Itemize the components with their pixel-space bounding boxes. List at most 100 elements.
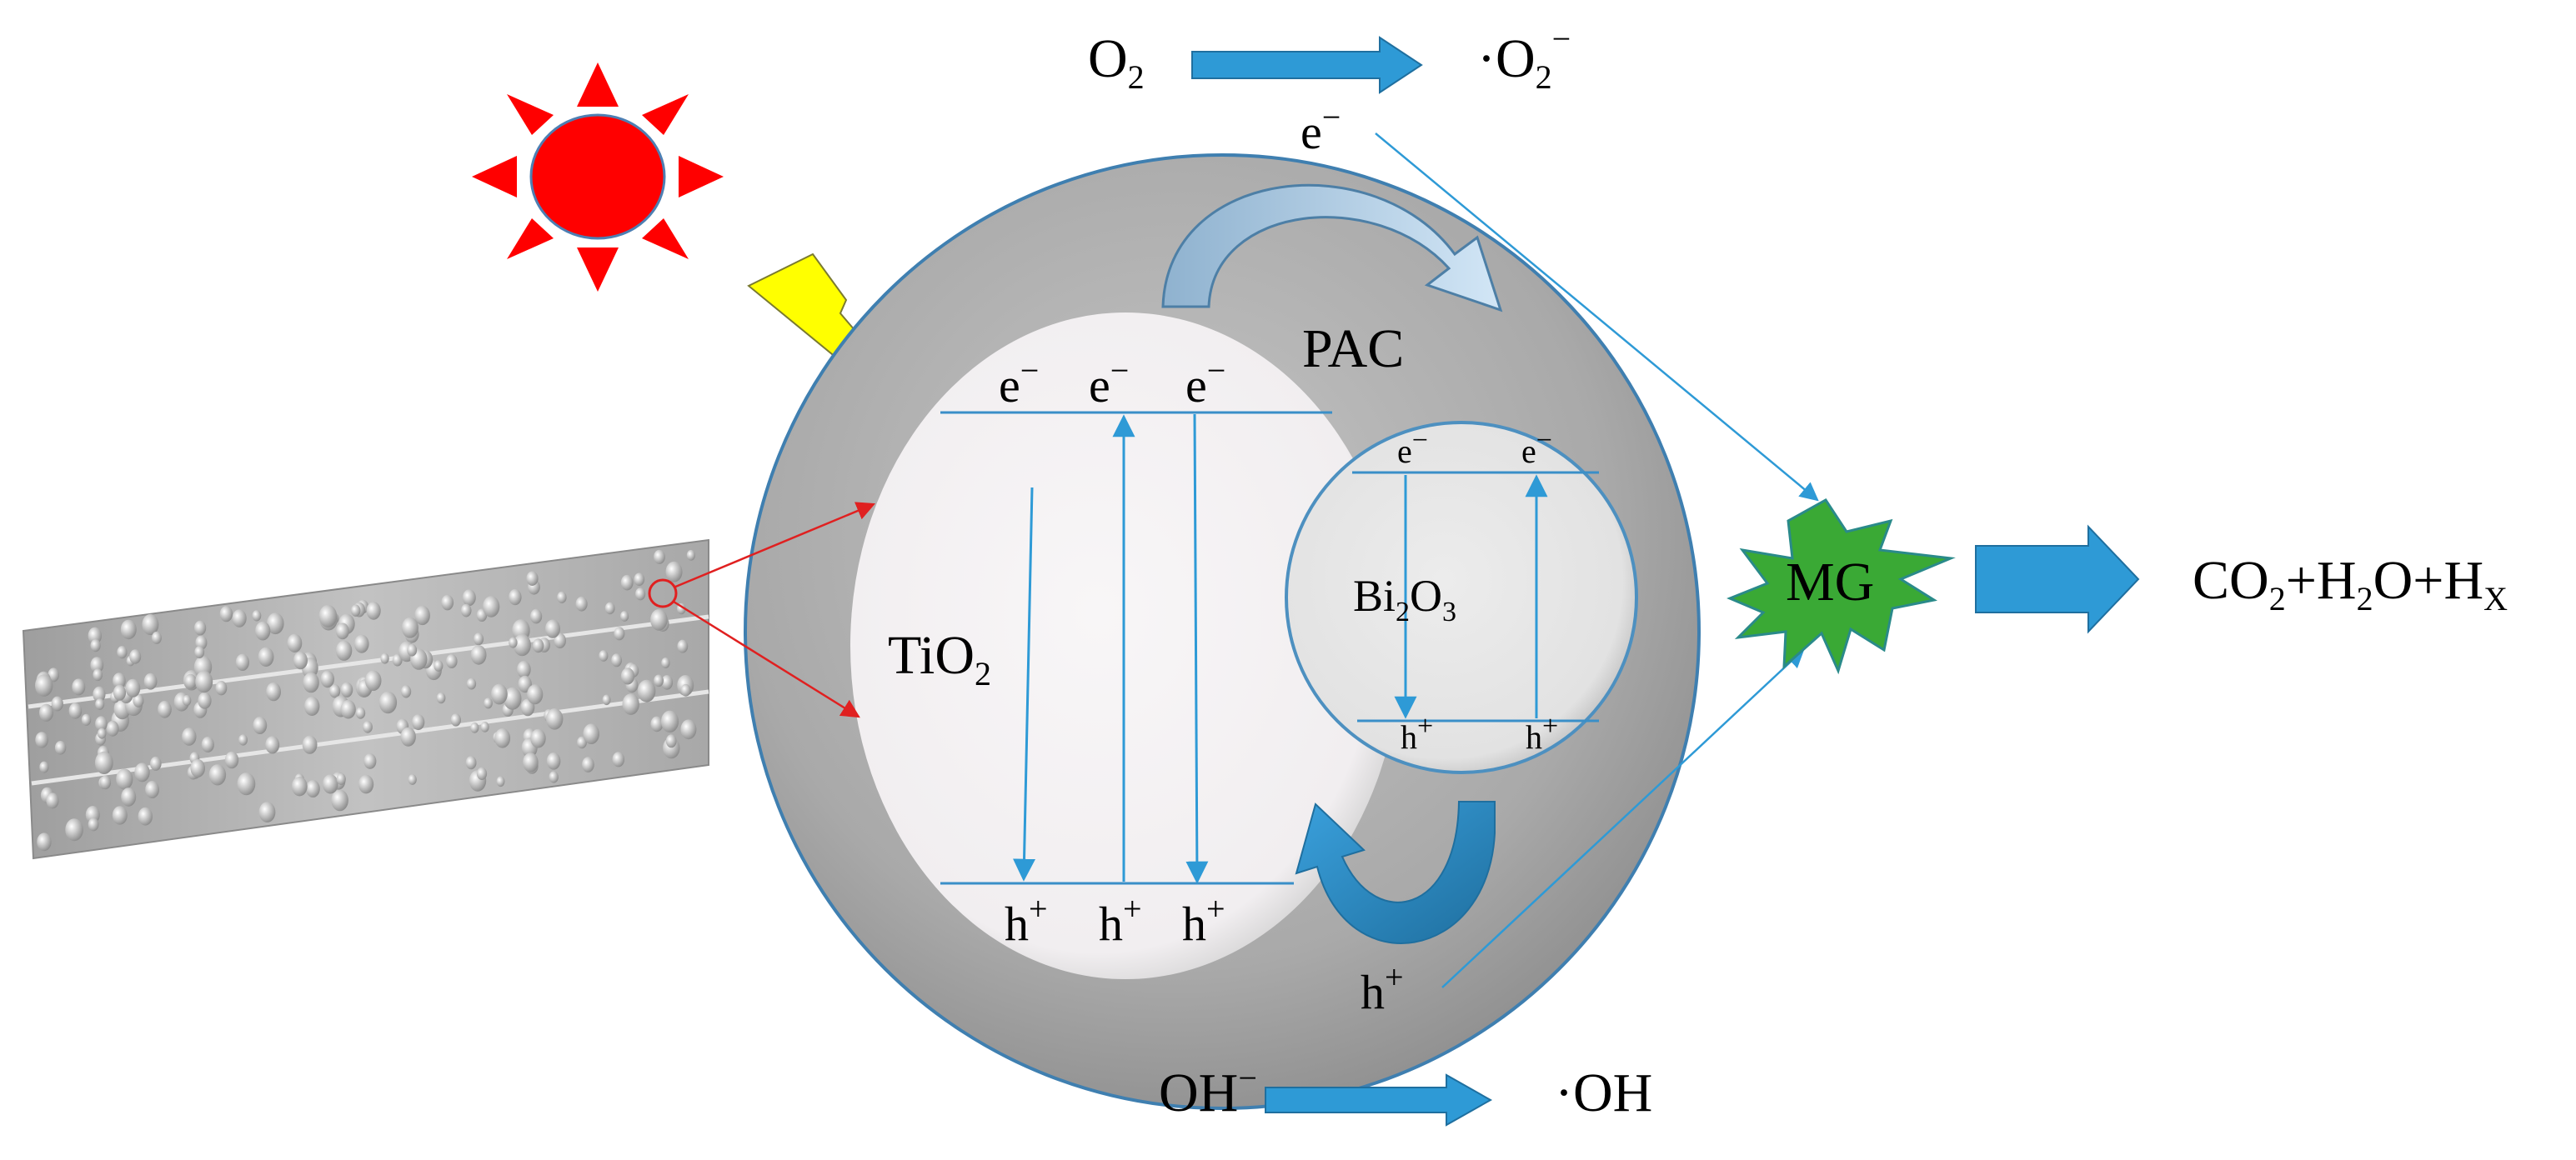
membrane-bump bbox=[380, 652, 389, 664]
membrane-bump bbox=[46, 792, 59, 809]
electron-transfer-curved-arrow bbox=[1161, 183, 1503, 312]
membrane-bump bbox=[235, 653, 249, 671]
membrane-bump bbox=[407, 643, 418, 657]
o2-label: O2 bbox=[1088, 28, 1145, 96]
bi2o3-electron-1: e− bbox=[1397, 425, 1428, 470]
membrane-bump bbox=[465, 756, 477, 770]
bi2o3-label: Bi2O3 bbox=[1353, 571, 1456, 628]
membrane-bump bbox=[378, 691, 398, 714]
membrane-bump bbox=[476, 767, 488, 781]
membrane-bump bbox=[441, 594, 454, 611]
membrane-bump bbox=[462, 589, 476, 607]
hydroxyl-radical-label: ·OH bbox=[1555, 1062, 1652, 1123]
membrane-bump bbox=[577, 736, 587, 749]
membrane-bump bbox=[545, 619, 560, 638]
membrane-bump bbox=[680, 719, 697, 740]
membrane-bump bbox=[184, 673, 197, 689]
membrane-bump bbox=[557, 591, 567, 604]
membrane-bump bbox=[634, 572, 645, 586]
membrane-bump bbox=[677, 639, 689, 653]
membrane-bump bbox=[215, 681, 228, 696]
membrane-bump bbox=[518, 675, 532, 693]
surface-hole-label: h+ bbox=[1361, 958, 1404, 1019]
membrane-bump bbox=[95, 716, 108, 732]
membrane-bump bbox=[583, 723, 599, 744]
membrane-bump bbox=[35, 732, 48, 748]
membrane-bump bbox=[194, 620, 207, 636]
membrane-bump bbox=[434, 660, 444, 672]
membrane-bump bbox=[302, 735, 318, 754]
membrane-bump bbox=[266, 682, 281, 702]
membrane-bump bbox=[517, 661, 531, 678]
membrane-bump bbox=[182, 728, 197, 746]
membrane-bump bbox=[303, 672, 319, 693]
membrane-bump bbox=[620, 611, 629, 622]
membrane-bump bbox=[546, 708, 564, 730]
membrane-bump bbox=[354, 634, 369, 653]
membrane-bump bbox=[198, 692, 212, 709]
membrane-bump bbox=[602, 694, 611, 706]
membrane-bump bbox=[336, 622, 349, 640]
membrane-bump bbox=[51, 696, 63, 712]
tio2-electron-1: e− bbox=[999, 352, 1039, 412]
membrane-bump bbox=[329, 684, 341, 698]
membrane-bump bbox=[232, 609, 247, 628]
mg-pollutant: MG bbox=[1727, 498, 1956, 675]
membrane-bump bbox=[120, 619, 137, 640]
membrane-bump bbox=[509, 637, 518, 648]
membrane-bump bbox=[340, 682, 353, 698]
membrane-bump bbox=[93, 686, 106, 702]
membrane-bump bbox=[460, 603, 472, 618]
membrane-bump bbox=[219, 606, 233, 622]
membrane-bump bbox=[138, 807, 153, 826]
membrane-bump bbox=[414, 605, 430, 626]
membrane-bump bbox=[336, 772, 346, 786]
membrane-bump bbox=[554, 632, 566, 649]
o2-to-superoxide-arrow bbox=[1191, 36, 1423, 94]
membrane-bump bbox=[253, 717, 268, 734]
membrane-bump bbox=[208, 764, 227, 786]
membrane-bump bbox=[650, 716, 664, 732]
membrane-bump bbox=[318, 604, 338, 628]
membrane-bump bbox=[364, 670, 382, 691]
membrane-bump bbox=[150, 756, 162, 771]
membrane-bump bbox=[252, 610, 262, 622]
membrane-bump bbox=[484, 698, 493, 709]
tio2-sphere bbox=[850, 312, 1401, 979]
tio2-hole-3: h+ bbox=[1182, 890, 1225, 951]
membrane-bump bbox=[265, 736, 280, 754]
membrane-bump bbox=[530, 608, 543, 624]
membrane-bump bbox=[117, 646, 128, 659]
surface-electron-label: e− bbox=[1301, 98, 1341, 159]
membrane-bump bbox=[182, 695, 192, 706]
membrane-bump bbox=[151, 631, 162, 644]
membrane-bump bbox=[363, 753, 377, 769]
hole-to-mg-line bbox=[1441, 648, 1805, 988]
membrane-bump bbox=[532, 638, 544, 653]
mg-to-products-arrow bbox=[1975, 524, 2140, 634]
membrane-bump bbox=[635, 588, 646, 601]
tio2-electron-2: e− bbox=[1089, 352, 1129, 412]
membrane-bump bbox=[65, 818, 83, 842]
membrane-bump bbox=[351, 604, 361, 617]
membrane-bump bbox=[37, 832, 52, 852]
membrane-bump bbox=[335, 640, 353, 661]
membrane-bump bbox=[604, 602, 615, 615]
membrane-bump bbox=[611, 653, 622, 668]
membrane-bump bbox=[599, 650, 609, 662]
membrane-bump bbox=[88, 627, 103, 645]
membrane-bump bbox=[306, 780, 320, 798]
membrane-bump bbox=[654, 674, 664, 688]
bi2o3-electron-2: e− bbox=[1521, 425, 1552, 470]
membrane-bump bbox=[98, 728, 107, 739]
membrane-bump bbox=[575, 597, 588, 612]
membrane-bump bbox=[496, 776, 505, 788]
burst-icon bbox=[1727, 498, 1956, 675]
membrane-bump bbox=[133, 693, 144, 708]
pac-label: PAC bbox=[1302, 318, 1404, 379]
membrane-bump bbox=[99, 775, 112, 790]
bi2o3-sphere bbox=[1285, 421, 1638, 774]
membrane-bump bbox=[81, 713, 92, 726]
bi2o3-band-structure bbox=[1352, 471, 1599, 722]
